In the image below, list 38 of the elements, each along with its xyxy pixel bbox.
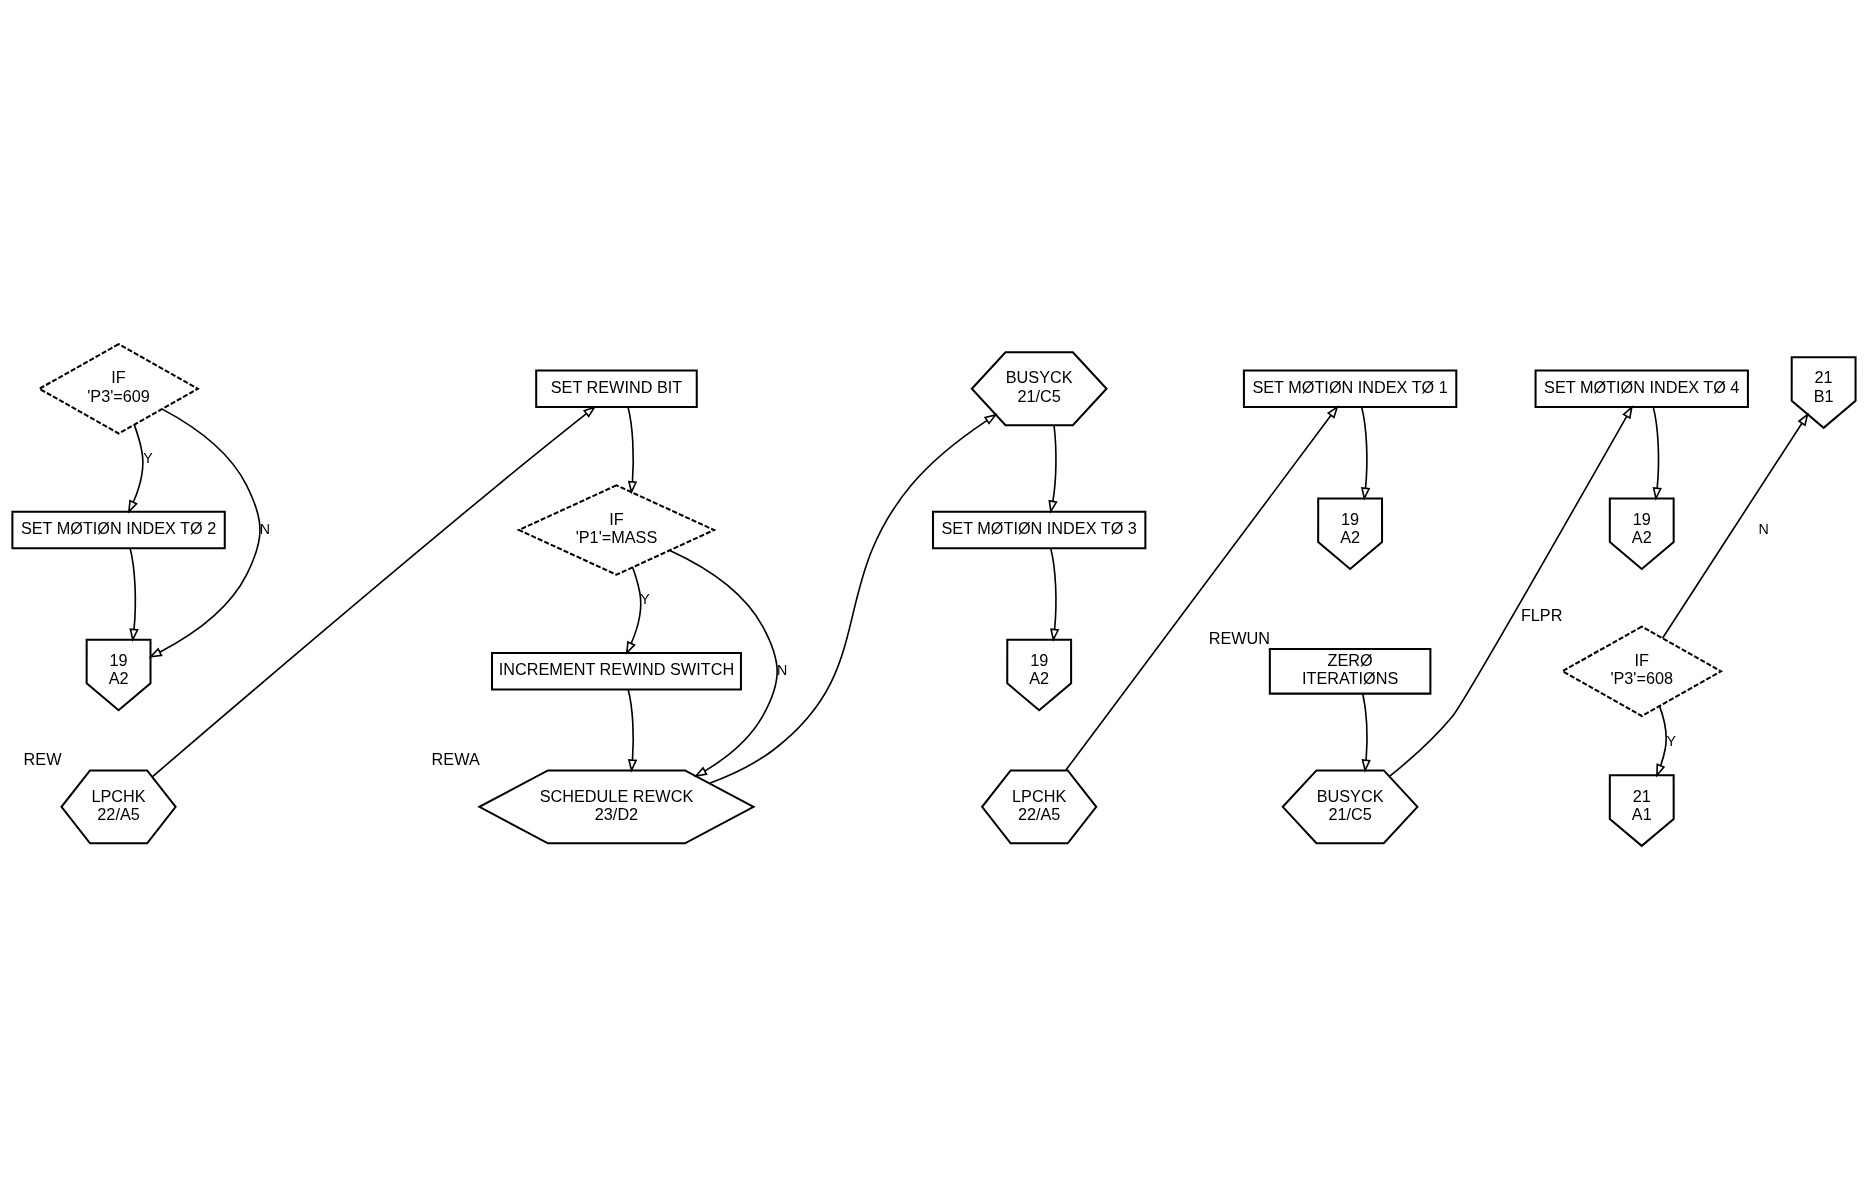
arrow (1661, 412, 1809, 639)
arrow (1656, 704, 1667, 778)
arrow (1049, 547, 1060, 642)
arrow (627, 405, 638, 494)
edge-label: Y (143, 449, 153, 466)
arrow (669, 549, 778, 777)
arrow (1064, 404, 1339, 771)
arrow (151, 405, 597, 778)
node-box: INCREMENT REWIND SWITCH (491, 651, 742, 691)
arrow (127, 423, 144, 514)
arrow (1388, 404, 1633, 777)
arrow (627, 688, 638, 773)
arrow (148, 407, 261, 658)
node-diamond: IF 'P3'=608 (1560, 624, 1724, 717)
node-box: SET MØTIØN INDEX TØ 2 (11, 510, 226, 549)
arrow (1048, 423, 1058, 514)
node-box: SET MØTIØN INDEX TØ 4 (1534, 368, 1749, 408)
arrow (1361, 692, 1371, 773)
node-box: SET MØTIØN INDEX TØ 1 (1242, 368, 1458, 408)
arrow (1360, 405, 1371, 501)
edge-label: N (1758, 520, 1769, 537)
arrow (129, 547, 139, 642)
edge-label: Y (1666, 732, 1676, 749)
node-label: REWUN (1208, 628, 1271, 647)
node-box: SET MØTIØN INDEX TØ 3 (932, 510, 1147, 549)
node-label: REWA (431, 749, 480, 768)
node-label: FLPR (1520, 605, 1563, 624)
node-box: SET REWIND BIT (535, 368, 698, 408)
arrow (625, 566, 642, 655)
edge-label: Y (640, 590, 650, 607)
node-diamond: IF 'P1'=MASS (516, 483, 717, 576)
node-label: REW (23, 749, 62, 768)
node-diamond: IF 'P3'=609 (37, 342, 200, 435)
edge-label: N (776, 661, 788, 678)
arrow (1652, 405, 1662, 501)
node-box: ZERØ ITERATIØNS (1268, 647, 1432, 695)
edge-label: N (259, 520, 271, 537)
arrow (708, 413, 998, 784)
